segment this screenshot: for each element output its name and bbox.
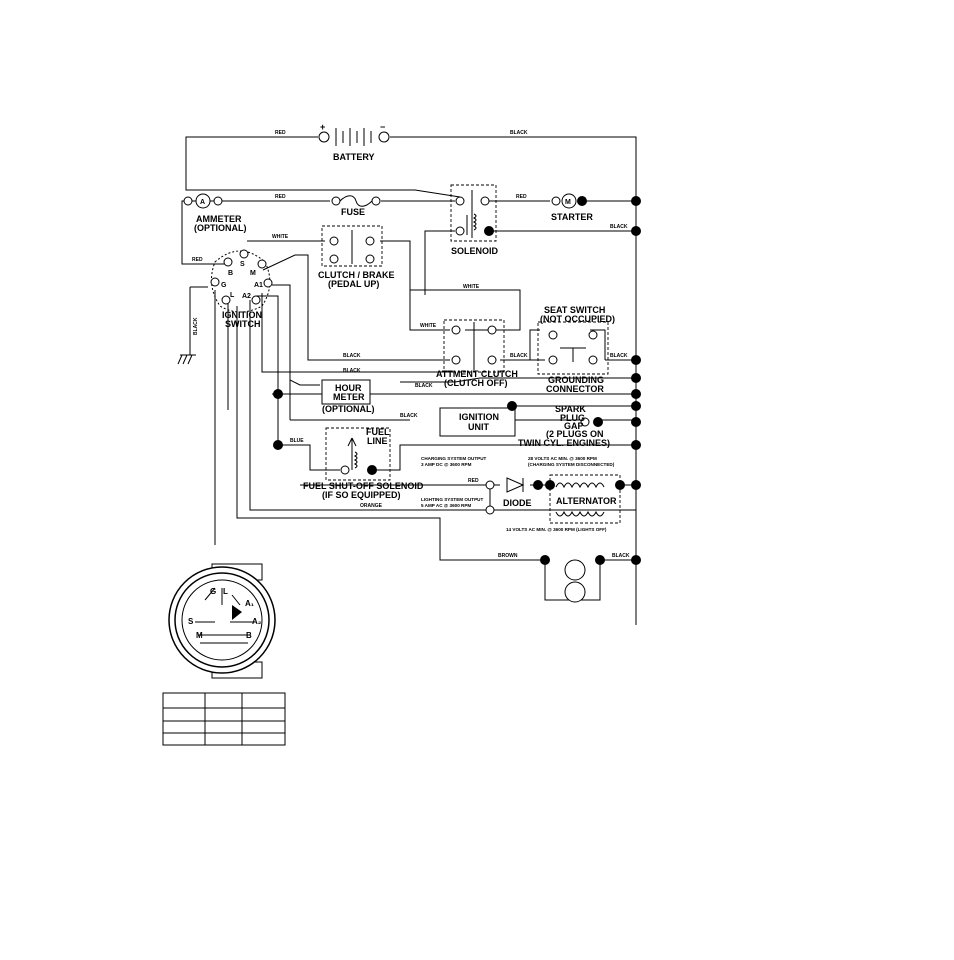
ammeter-symbol: A [200, 199, 205, 206]
face-m: M [196, 631, 203, 640]
wire-black-lights: BLACK [612, 553, 630, 559]
face-l: L [223, 587, 228, 596]
wire-brown: BROWN [498, 553, 518, 559]
fuel-line-label-1: FUEL [366, 427, 390, 437]
ignition-unit-label-2: UNIT [468, 422, 489, 432]
table-outline [162, 692, 286, 746]
seat-switch-label: SEAT SWITCH [544, 305, 605, 315]
fuel-shutoff-solenoid: FUEL LINE FUEL SHUT-OFF SOLENOID (IF SO … [290, 427, 424, 500]
starter-label: STARTER [551, 212, 593, 222]
alternator-label: ALTERNATOR [556, 496, 617, 506]
attment-clutch-label: ATTMENT CLUTCH [436, 369, 518, 379]
fuel-solenoid-label-1: FUEL SHUT-OFF SOLENOID [303, 481, 424, 491]
solenoid-label: SOLENOID [451, 246, 499, 256]
charging-system: DIODE ALTERNATOR RED ORANGE CHARGING SYS… [360, 456, 625, 532]
wire-white-attment-2: WHITE [420, 323, 437, 329]
wire-red-charging: RED [468, 478, 479, 484]
volts28-note-2: (CHARGING SYSTEM DISCONNECTED) [528, 462, 615, 467]
wire-black-seat: BLACK [510, 353, 528, 359]
ground-bus-dots [273, 196, 641, 565]
face-a1: A₁ [245, 599, 255, 608]
spark-label-1: SPARK [555, 404, 586, 414]
ignition-switch: B S M G A1 L A2 IGNITION SWITCH BLACK [193, 249, 273, 335]
wire-black-seat-right: BLACK [610, 353, 628, 359]
wire-black-battery: BLACK [510, 130, 528, 136]
clutch-brake-switch: CLUTCH / BRAKE (PEDAL UP) WHITE WHITE WH… [272, 225, 480, 329]
solenoid: SOLENOID RED BLACK [450, 184, 628, 256]
wire-black-starter: BLACK [610, 224, 628, 230]
charging-note-1: CHARGING SYSTEM OUTPUT [421, 456, 487, 461]
fuel-line-label-2: LINE [367, 436, 388, 446]
ignition-switch-face: G L A₁ A₂ S M B [168, 563, 276, 679]
volts14-note: 14 VOLTS AC MIN. @ 3600 RPM (LIGHTS OFF) [506, 527, 607, 532]
ignition-unit-label-1: IGNITION [459, 412, 499, 422]
terminal-a2: A2 [242, 293, 251, 300]
plugs-label-2: TWIN CYL. ENGINES) [518, 438, 610, 448]
ammeter: A AMMETER (OPTIONAL) RED RED [183, 193, 286, 263]
terminal-s: S [240, 261, 245, 268]
wire-black-2: BLACK [343, 368, 361, 374]
ammeter-optional: (OPTIONAL) [194, 223, 247, 233]
clutch-off-label: (CLUTCH OFF) [444, 378, 507, 388]
wire-white-attment: WHITE [463, 284, 480, 290]
lights: BROWN BLACK [498, 553, 630, 603]
hour-meter-label-2: METER [333, 392, 365, 402]
wire-black-ground: BLACK [193, 317, 199, 335]
battery-plus: + [320, 122, 325, 132]
face-a2: A₂ [252, 617, 262, 626]
pedal-up-label: (PEDAL UP) [328, 279, 379, 289]
grounding-label-2: CONNECTOR [546, 384, 604, 394]
wire-red-ignition: RED [192, 257, 203, 263]
grounding-label-1: GROUNDING [548, 375, 604, 385]
terminal-l: L [230, 292, 235, 299]
battery-minus: − [380, 122, 385, 132]
fuse-label: FUSE [341, 207, 365, 217]
fuel-solenoid-label-2: (IF SO EQUIPPED) [322, 490, 401, 500]
lighting-note-2: 5 AMP AC @ 3600 RPM [421, 503, 471, 508]
terminal-g: G [221, 282, 227, 289]
attment-clutch-switch: ATTMENT CLUTCH (CLUTCH OFF) BLACK BLACK … [343, 319, 518, 389]
wire-red-battery: RED [275, 130, 286, 136]
charging-note-2: 3 AMP DC @ 3600 RPM [421, 462, 472, 467]
terminal-m: M [250, 270, 256, 277]
ignition-unit: IGNITION UNIT BLACK SPARK PLUG GAP (2 PL… [400, 401, 610, 448]
diode-label: DIODE [503, 498, 532, 508]
wire-white-clutch: WHITE [272, 234, 289, 240]
wire-orange: ORANGE [360, 503, 383, 509]
wire-black-1: BLACK [343, 353, 361, 359]
face-g: G [210, 587, 216, 596]
volts28-note-1: 28 VOLTS AC MIN. @ 3600 RPM [528, 456, 597, 461]
battery-label: BATTERY [333, 152, 375, 162]
starter: M STARTER [551, 193, 593, 222]
hour-meter: HOUR METER (OPTIONAL) [321, 379, 375, 414]
terminal-a1: A1 [254, 282, 263, 289]
wire-red-starter: RED [516, 194, 527, 200]
wire-black-ignition-unit: BLACK [400, 413, 418, 419]
fuse: FUSE [331, 195, 381, 217]
seat-switch: SEAT SWITCH (NOT OCCUPIED) GROUNDING CON… [510, 305, 628, 394]
battery: + − BATTERY RED BLACK [275, 122, 528, 162]
not-occupied-label: (NOT OCCUPIED) [540, 314, 615, 324]
ignition-switch-label-1: IGNITION [222, 310, 262, 320]
spark-label-2: PLUG [560, 413, 585, 423]
wire-blue: BLUE [290, 438, 304, 444]
spark-label-3: GAP [564, 421, 584, 431]
starter-symbol: M [565, 199, 571, 206]
terminal-b: B [228, 270, 233, 277]
wire-red-ammeter: RED [275, 194, 286, 200]
clutch-brake-label: CLUTCH / BRAKE [318, 270, 395, 280]
wire-black-3: BLACK [415, 383, 433, 389]
switch-position-table [162, 692, 286, 746]
ignition-switch-label-2: SWITCH [225, 319, 261, 329]
lighting-note-1: LIGHTING SYSTEM OUTPUT [421, 497, 483, 502]
hour-meter-optional: (OPTIONAL) [322, 404, 375, 414]
plugs-label-1: (2 PLUGS ON [546, 429, 604, 439]
face-b: B [246, 631, 252, 640]
ammeter-label: AMMETER [196, 214, 242, 224]
hour-meter-label-1: HOUR [335, 383, 362, 393]
face-s: S [188, 617, 194, 626]
